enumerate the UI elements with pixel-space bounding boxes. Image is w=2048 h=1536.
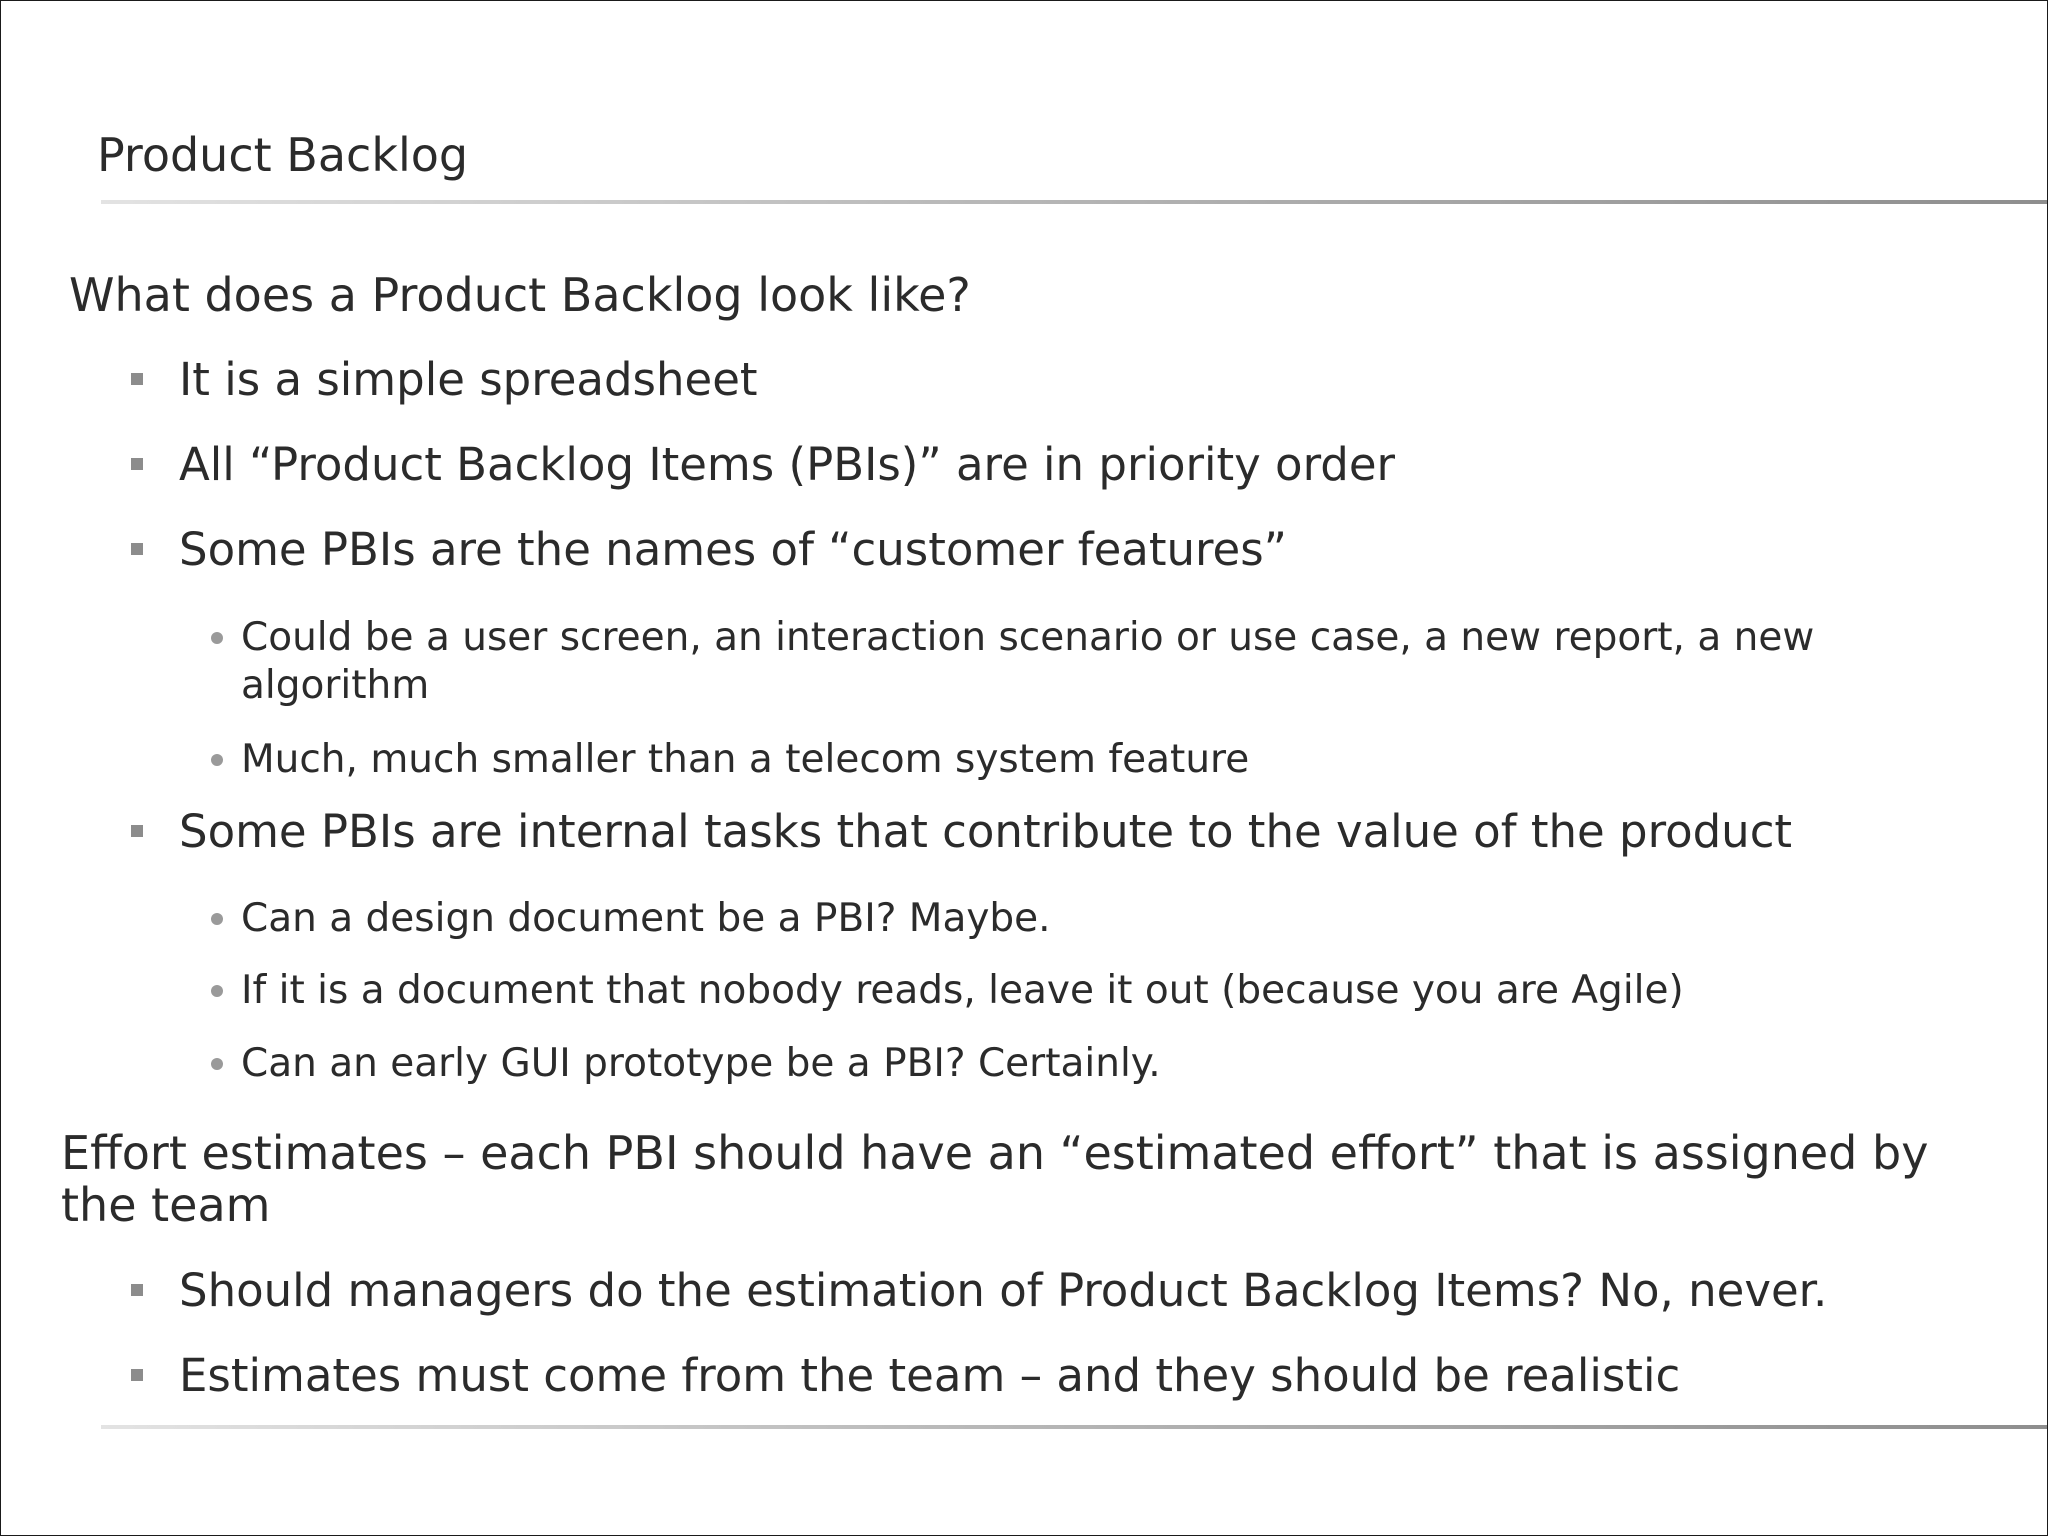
- list-item: Some PBIs are internal tasks that contri…: [131, 805, 1999, 858]
- square-bullet-icon: [131, 825, 143, 837]
- dot-bullet-icon: [211, 632, 223, 644]
- square-bullet-icon: [131, 1284, 143, 1296]
- list-item-text: Should managers do the estimation of Pro…: [179, 1264, 1828, 1317]
- sub-list-item-text: Can an early GUI prototype be a PBI? Cer…: [241, 1041, 1161, 1086]
- slide-title: Product Backlog: [97, 128, 469, 182]
- square-bullet-icon: [131, 543, 143, 555]
- list-item: Estimates must come from the team – and …: [131, 1349, 1999, 1402]
- square-bullet-icon: [131, 373, 143, 385]
- sub-list-item-text: If it is a document that nobody reads, l…: [241, 968, 1684, 1013]
- dot-bullet-icon: [211, 1058, 223, 1070]
- sub-list-item-text: Can a design document be a PBI? Maybe.: [241, 896, 1051, 941]
- footer-divider: [101, 1425, 2047, 1429]
- sub-list-item: Much, much smaller than a telecom system…: [211, 736, 1941, 784]
- list-item: Some PBIs are the names of “customer fea…: [131, 523, 1999, 576]
- dot-bullet-icon: [211, 754, 223, 766]
- list-item-text: All “Product Backlog Items (PBIs)” are i…: [179, 438, 1396, 491]
- title-divider: [101, 200, 2047, 204]
- sub-list-item: Can a design document be a PBI? Maybe.: [211, 895, 1941, 943]
- dot-bullet-icon: [211, 985, 223, 997]
- effort-heading: Effort estimates – each PBI should have …: [61, 1126, 1929, 1232]
- dot-bullet-icon: [211, 913, 223, 925]
- intro-heading: What does a Product Backlog look like?: [69, 268, 971, 322]
- square-bullet-icon: [131, 458, 143, 470]
- list-item: Should managers do the estimation of Pro…: [131, 1264, 1999, 1317]
- sub-list-item: Can an early GUI prototype be a PBI? Cer…: [211, 1040, 1941, 1088]
- list-item-text: It is a simple spreadsheet: [179, 353, 758, 406]
- sub-list-item-text: Much, much smaller than a telecom system…: [241, 737, 1250, 782]
- list-item-text: Estimates must come from the team – and …: [179, 1349, 1681, 1402]
- sub-list-item: Could be a user screen, an interaction s…: [211, 614, 1941, 710]
- sub-list-item: If it is a document that nobody reads, l…: [211, 967, 1941, 1015]
- sub-list-item-text: Could be a user screen, an interaction s…: [241, 615, 1815, 708]
- square-bullet-icon: [131, 1369, 143, 1381]
- list-item: It is a simple spreadsheet: [131, 353, 1999, 406]
- list-item: All “Product Backlog Items (PBIs)” are i…: [131, 438, 1999, 491]
- list-item-text: Some PBIs are the names of “customer fea…: [179, 523, 1287, 576]
- list-item-text: Some PBIs are internal tasks that contri…: [179, 805, 1793, 858]
